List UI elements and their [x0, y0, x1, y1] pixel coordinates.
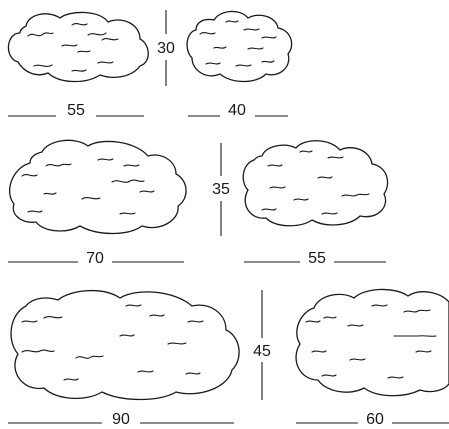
width-label-60: 60	[366, 411, 384, 428]
cloud-40x30	[186, 10, 293, 83]
width-label-55b: 55	[308, 250, 326, 267]
height-dimension-45: 45	[253, 290, 271, 400]
width-dimension-60: 60	[296, 411, 449, 428]
height-label-45: 45	[253, 343, 271, 360]
height-dimension-30: 30	[157, 10, 175, 86]
cloud-70x35	[9, 139, 187, 235]
cloud-55x30	[7, 11, 149, 83]
width-dimension-70: 70	[8, 250, 184, 267]
width-label-90: 90	[112, 411, 130, 428]
width-label-40: 40	[228, 102, 246, 119]
height-label-30: 30	[157, 40, 175, 57]
cloud-60x45	[295, 288, 449, 397]
width-dimension-90: 90	[8, 411, 234, 428]
cloud-55x35	[242, 140, 389, 227]
width-dimension-55: 55	[8, 102, 144, 119]
width-label-55: 55	[67, 102, 85, 119]
cloud-90x45	[10, 289, 240, 401]
width-label-70: 70	[86, 250, 104, 267]
width-dimension-55b: 55	[244, 250, 386, 267]
height-dimension-35: 35	[212, 143, 230, 236]
width-dimension-40: 40	[188, 102, 288, 119]
height-label-35: 35	[212, 181, 230, 198]
